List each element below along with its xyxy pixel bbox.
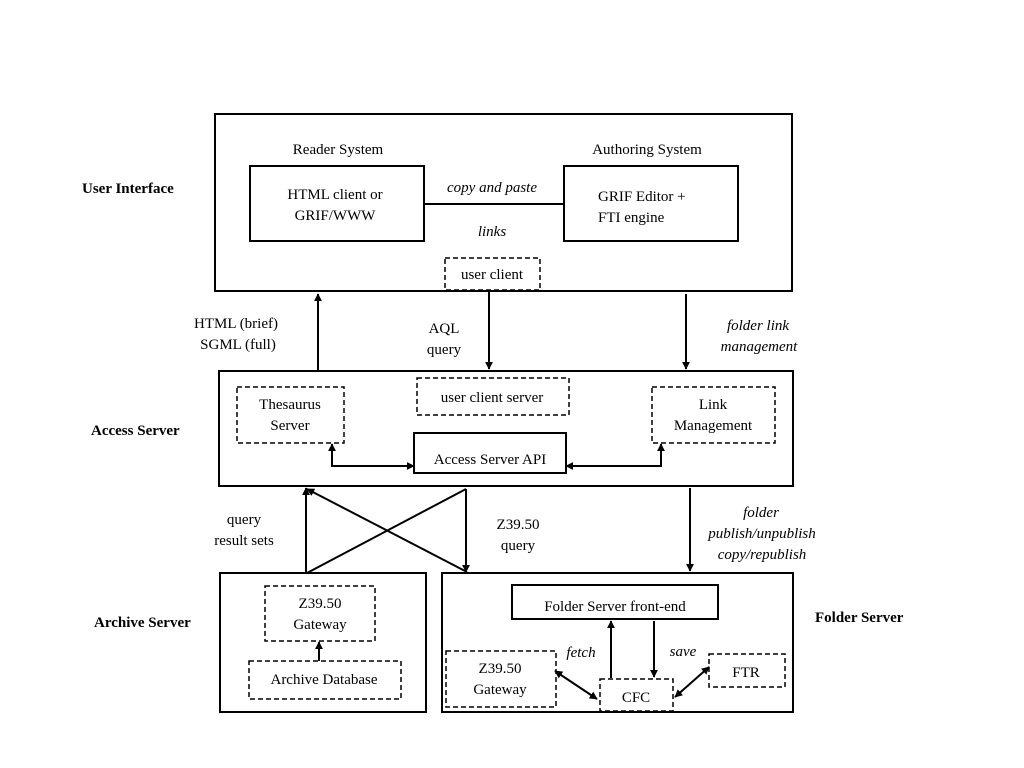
sgml-full-label: SGML (full) bbox=[200, 337, 276, 353]
folder-front-end-label: Folder Server front-end bbox=[544, 599, 686, 615]
folder-server-box bbox=[441, 572, 794, 713]
link-management-box bbox=[651, 386, 776, 444]
query-label: query bbox=[227, 512, 262, 528]
reader-box-line-1: HTML client or bbox=[287, 187, 382, 203]
archive-database-box bbox=[248, 660, 402, 700]
ftr-label: FTR bbox=[732, 665, 760, 681]
link-management-line-2: Management bbox=[674, 418, 753, 434]
thesaurus-line-1: Thesaurus bbox=[259, 397, 321, 413]
aql-query-label: query bbox=[427, 342, 462, 358]
user-interface-box bbox=[214, 113, 793, 292]
folder-front-end-box bbox=[511, 584, 719, 620]
folder-gateway-line-1: Z39.50 bbox=[479, 661, 522, 677]
thesaurus-line-2: Server bbox=[270, 418, 309, 434]
layer-label-user-interface: User Interface bbox=[82, 181, 174, 197]
copy-paste-label: copy and paste bbox=[447, 180, 537, 196]
link-management-line-1: Link bbox=[699, 397, 728, 413]
aql-label: AQL bbox=[429, 321, 460, 337]
cfc-box bbox=[599, 678, 674, 712]
user-client-server-box bbox=[416, 377, 570, 416]
archive-server-box bbox=[219, 572, 427, 713]
reader-system-title: Reader System bbox=[293, 142, 384, 158]
access-server-box bbox=[218, 370, 794, 487]
html-brief-label: HTML (brief) bbox=[194, 316, 278, 332]
links-label: links bbox=[478, 224, 506, 240]
archive-gateway-line-2: Gateway bbox=[293, 617, 347, 633]
api-link-management-connector bbox=[565, 443, 665, 470]
cross-line-b bbox=[306, 488, 468, 573]
access-server-api-label: Access Server API bbox=[434, 452, 546, 468]
folder-gateway-line-2: Gateway bbox=[473, 682, 527, 698]
folder-link-label: folder link bbox=[727, 318, 789, 334]
authoring-box-line-1: GRIF Editor + bbox=[598, 189, 686, 205]
result-sets-label: result sets bbox=[214, 533, 274, 549]
reader-system-box bbox=[249, 165, 425, 242]
save-label: save bbox=[670, 644, 697, 660]
user-client-server-label: user client server bbox=[441, 390, 543, 406]
folder-gateway-box bbox=[445, 650, 557, 708]
layer-label-access-server: Access Server bbox=[91, 423, 180, 439]
user-client-label: user client bbox=[461, 267, 524, 283]
archive-gateway-line-1: Z39.50 bbox=[299, 596, 342, 612]
archive-database-label: Archive Database bbox=[270, 672, 377, 688]
publish-label: publish/unpublish bbox=[707, 526, 816, 542]
management-label: management bbox=[721, 339, 798, 355]
z3950-query-label: query bbox=[501, 538, 536, 554]
folder-label: folder bbox=[743, 505, 779, 521]
layer-label-folder-server: Folder Server bbox=[815, 610, 904, 626]
z3950-label: Z39.50 bbox=[497, 517, 540, 533]
authoring-system-title: Authoring System bbox=[592, 142, 702, 158]
copy-republish-label: copy/republish bbox=[718, 547, 807, 563]
archive-gateway-box bbox=[264, 585, 376, 642]
cfc-label: CFC bbox=[622, 690, 650, 706]
cfc-ftr-connector bbox=[674, 666, 710, 698]
reader-box-line-2: GRIF/WWW bbox=[295, 208, 377, 224]
thesaurus-api-connector bbox=[328, 443, 415, 470]
gateway-cfc-connector bbox=[554, 670, 598, 700]
authoring-box-line-2: FTI engine bbox=[598, 210, 665, 226]
layer-label-archive-server: Archive Server bbox=[94, 615, 191, 631]
thesaurus-server-box bbox=[236, 386, 345, 444]
fetch-label: fetch bbox=[566, 645, 595, 661]
